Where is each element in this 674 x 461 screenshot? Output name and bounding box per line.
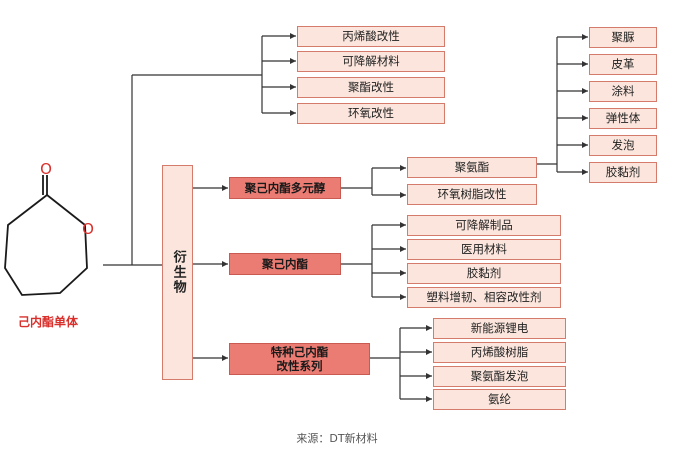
- special-child: 聚氨酯发泡: [433, 366, 566, 387]
- pu-child: 皮革: [589, 54, 657, 75]
- monomer-label: 己内酯单体: [17, 315, 78, 329]
- pcl-child: 可降解制品: [407, 215, 561, 236]
- ring-oxygen-label: O: [82, 219, 94, 238]
- carbonyl-oxygen-label: O: [40, 159, 52, 178]
- special-box: 特种己内酯 改性系列: [229, 343, 370, 375]
- top-item: 可降解材料: [297, 51, 445, 72]
- pu-child: 发泡: [589, 135, 657, 156]
- pu-child: 弹性体: [589, 108, 657, 129]
- top-item: 聚酯改性: [297, 77, 445, 98]
- polyol-box: 聚己内酯多元醇: [229, 177, 341, 199]
- special-label-line1: 特种己内酯: [270, 344, 329, 359]
- caprolactone-structure: [4, 175, 88, 296]
- pcl-box: 聚己内酯: [229, 253, 341, 275]
- top-item: 丙烯酸改性: [297, 26, 445, 47]
- pu-child: 胶黏剂: [589, 162, 657, 183]
- derivatives-box: 衍生物: [162, 165, 193, 380]
- special-child: 新能源锂电: [433, 318, 566, 339]
- top-item: 环氧改性: [297, 103, 445, 124]
- special-child: 丙烯酸树脂: [433, 342, 566, 363]
- epoxy-resin-box: 环氧树脂改性: [407, 184, 537, 205]
- special-child: 氨纶: [433, 389, 566, 410]
- pcl-child: 医用材料: [407, 239, 561, 260]
- pcl-child: 塑料增韧、相容改性剂: [407, 287, 561, 308]
- pcl-child: 胶黏剂: [407, 263, 561, 284]
- source-caption: 来源：DT新材料: [296, 432, 378, 445]
- polyurethane-box: 聚氨酯: [407, 157, 537, 178]
- pu-child: 涂料: [589, 81, 657, 102]
- pu-child: 聚脲: [589, 27, 657, 48]
- special-label-line2: 改性系列: [276, 359, 323, 373]
